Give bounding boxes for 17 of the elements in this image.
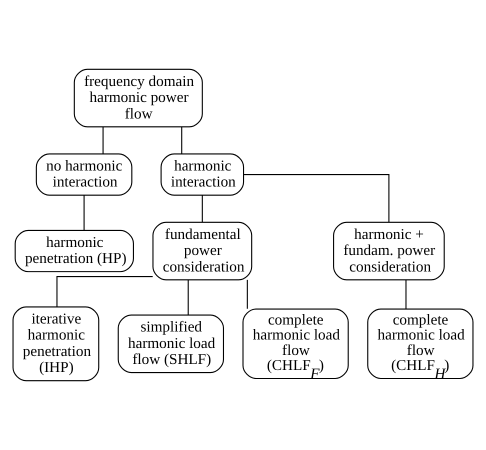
node-box: harmonic interaction	[160, 153, 244, 196]
connector	[246, 280, 248, 309]
connector	[202, 195, 203, 222]
connector	[405, 280, 407, 309]
connector	[244, 174, 390, 222]
connector	[84, 195, 85, 230]
node-box: harmonic penetration (HP)	[14, 230, 134, 272]
node-box: no harmonic interaction	[36, 153, 132, 196]
connector	[102, 127, 104, 154]
node-box: fundamental power consideration	[152, 222, 252, 280]
node-box: harmonic + fundam. power consideration	[333, 222, 445, 280]
node-box: iterative harmonic penetration (IHP)	[12, 306, 100, 382]
node-box: simplified harmonic load flow (SHLF)	[118, 314, 224, 374]
connector	[181, 127, 182, 154]
node-box: frequency domain harmonic power flow	[74, 68, 203, 128]
connector	[56, 276, 153, 307]
connector	[188, 280, 189, 315]
